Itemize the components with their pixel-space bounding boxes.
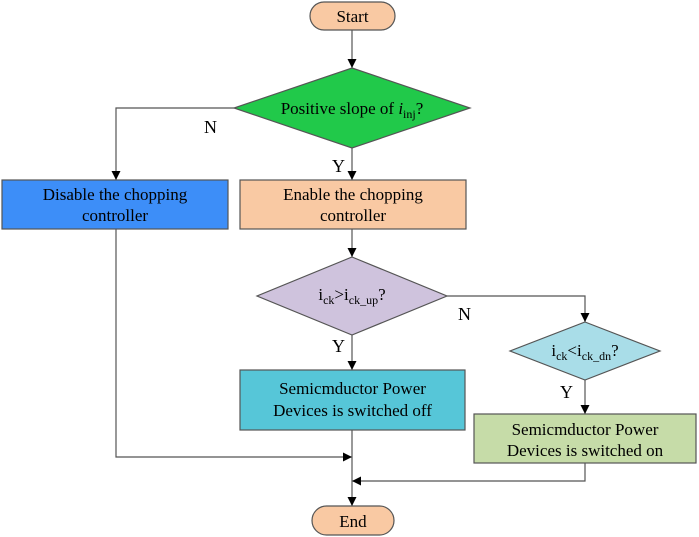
label-y3: Y — [560, 382, 573, 402]
label-y2: Y — [332, 336, 345, 356]
off-line1: Semicmductor Power — [279, 379, 426, 398]
end-label: End — [339, 512, 367, 531]
decision2-b: i — [344, 285, 349, 304]
decision3-a-sub: ck — [556, 349, 567, 363]
decision2-a: i — [318, 285, 323, 304]
arrow-disable-to-merge — [115, 229, 352, 462]
connectors — [111, 30, 590, 506]
decision2-b-sub: ck_up — [349, 293, 378, 307]
on-line2: Devices is switched on — [507, 441, 664, 460]
enable-line1: Enable the chopping — [283, 185, 423, 204]
decision3-tail: ? — [611, 341, 619, 360]
switched-on-box: Semicmductor Power Devices is switched o… — [473, 413, 697, 464]
on-line1: Semicmductor Power — [512, 420, 659, 439]
decision2-tail: ? — [378, 285, 386, 304]
label-n2: N — [458, 304, 471, 324]
arrow-decision1-no-to-disable — [111, 107, 234, 180]
decision3-op: < — [567, 341, 577, 360]
start-terminal: Start — [309, 1, 396, 31]
disable-line2: controller — [82, 206, 148, 225]
decision1-tail: ? — [416, 99, 424, 118]
decision3-b-sub: ck_dn — [582, 349, 611, 363]
end-terminal: End — [311, 505, 395, 536]
decision1-label: Positive slope of iinj? — [281, 99, 424, 121]
decision3-a: i — [551, 341, 556, 360]
decision3-b: i — [577, 341, 582, 360]
decision2-label: ick>ick_up? — [318, 285, 385, 307]
decision2-a-sub: ck — [323, 293, 334, 307]
arrow-on-to-merge — [352, 463, 586, 486]
decision-positive-slope: Positive slope of iinj? — [232, 67, 472, 149]
disable-chopping-box: Disable the chopping controller — [1, 179, 229, 230]
arrow-decision2-no-to-decision3 — [447, 295, 590, 322]
switched-off-box: Semicmductor Power Devices is switched o… — [239, 369, 466, 431]
decision1-text: Positive slope of — [281, 99, 399, 118]
enable-line2: controller — [320, 206, 386, 225]
decision3-label: ick<ick_dn? — [551, 341, 618, 363]
label-n1: N — [204, 117, 217, 137]
decision-ick-dn: ick<ick_dn? — [508, 321, 662, 381]
decision2-op: > — [334, 285, 344, 304]
disable-line1: Disable the chopping — [43, 185, 188, 204]
decision1-var: i — [398, 99, 403, 118]
enable-chopping-box: Enable the chopping controller — [239, 179, 467, 230]
decision1-sub: inj — [403, 107, 416, 121]
off-line2: Devices is switched off — [273, 401, 432, 420]
decision-ick-up: ick>ick_up? — [255, 256, 449, 336]
label-y1: Y — [332, 156, 345, 176]
start-label: Start — [336, 7, 368, 26]
